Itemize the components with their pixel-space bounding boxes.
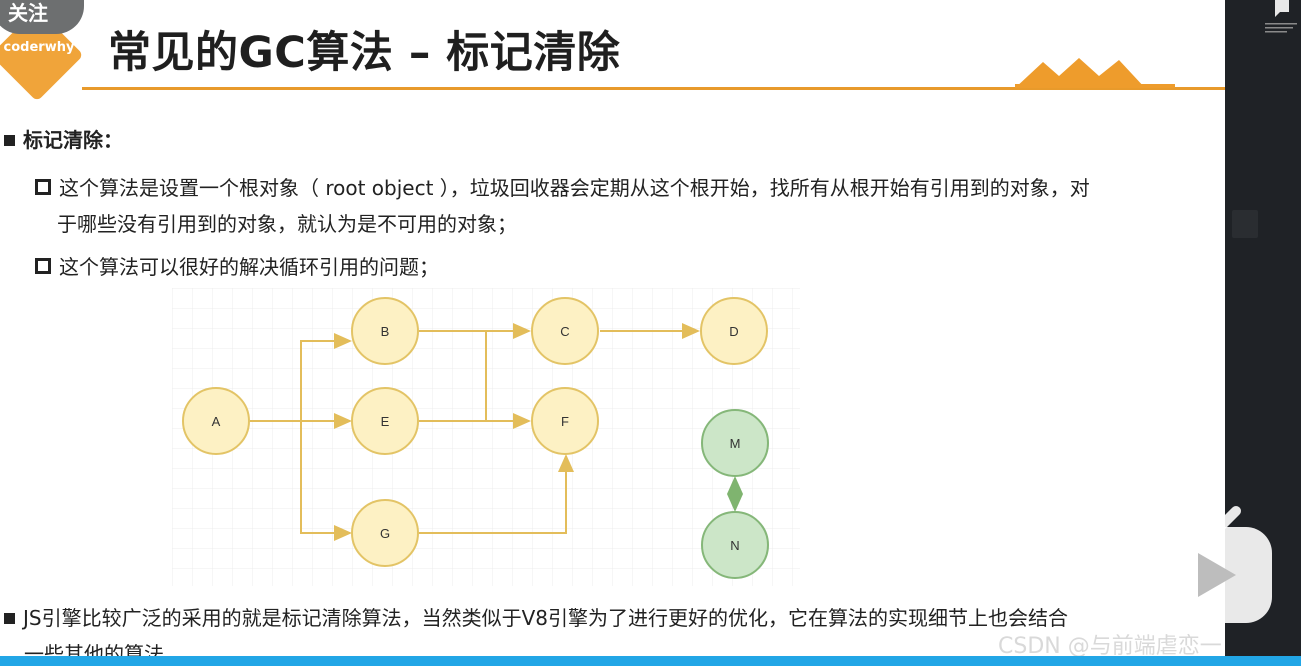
section-heading: 标记清除： [4,124,123,153]
node-c-label: C [560,324,569,339]
edge-g-f [419,454,574,534]
slide-canvas: coderwhy 常见的GC算法 – 标记清除 标记清除： 这个算法是设置一个根… [0,0,1225,666]
video-progress-bar[interactable] [0,656,1301,666]
node-d: D [700,297,768,365]
mountain-decoration [1015,58,1175,88]
heading-text: 标记清除： [23,128,123,152]
node-f-label: F [561,414,569,429]
bilibili-tv-icon[interactable] [1148,505,1276,625]
point1-line2: 于哪些没有引用到的对象，就认为是不可用的对象； [57,212,517,236]
hollow-bullet-icon [35,258,51,274]
diagram-edges [250,323,700,541]
bottom-point: JS引擎比较广泛的采用的就是标记清除算法，当然类似于V8引擎为了进行更好的优化，… [4,600,1204,666]
title-underline [82,87,1225,90]
node-m: M [701,409,769,477]
node-b-label: B [381,324,390,339]
panel-block [1232,210,1258,238]
node-m-label: M [730,436,741,451]
comment-icon[interactable] [1274,0,1290,18]
slide-title: 常见的GC算法 – 标记清除 [108,28,621,78]
hollow-bullet-icon [35,179,51,195]
edge-a-g [300,421,352,541]
logo-text: coderwhy [3,40,75,55]
node-e-label: E [381,414,390,429]
point2-text: 这个算法可以很好的解决循环引用的问题； [59,255,439,279]
mark-sweep-diagram: A B C D E F G M N [172,288,800,586]
follow-label[interactable]: 关注 [8,1,48,25]
node-a: A [182,387,250,455]
node-c: C [531,297,599,365]
menu-lines-icon[interactable] [1265,22,1297,34]
point-root-object: 这个算法是设置一个根对象（ root object ），垃圾回收器会定期从这个根… [35,170,1205,242]
node-e: E [351,387,419,455]
node-g: G [351,499,419,567]
point1-line1: 这个算法是设置一个根对象（ root object ），垃圾回收器会定期从这个根… [59,176,1090,200]
csdn-watermark: CSDN @与前端虐恋一百次 [998,634,1222,659]
node-d-label: D [729,324,738,339]
follow-button[interactable] [0,0,84,34]
node-g-label: G [380,526,390,541]
bottom-line1: JS引擎比较广泛的采用的就是标记清除算法，当然类似于V8引擎为了进行更好的优化，… [23,606,1068,630]
node-n: N [701,511,769,579]
node-b: B [351,297,419,365]
square-bullet-icon [4,613,15,624]
node-f: F [531,387,599,455]
node-n-label: N [730,538,739,553]
square-bullet-icon [4,135,15,146]
node-a-label: A [212,414,221,429]
point-cycles: 这个算法可以很好的解决循环引用的问题； [35,251,439,280]
